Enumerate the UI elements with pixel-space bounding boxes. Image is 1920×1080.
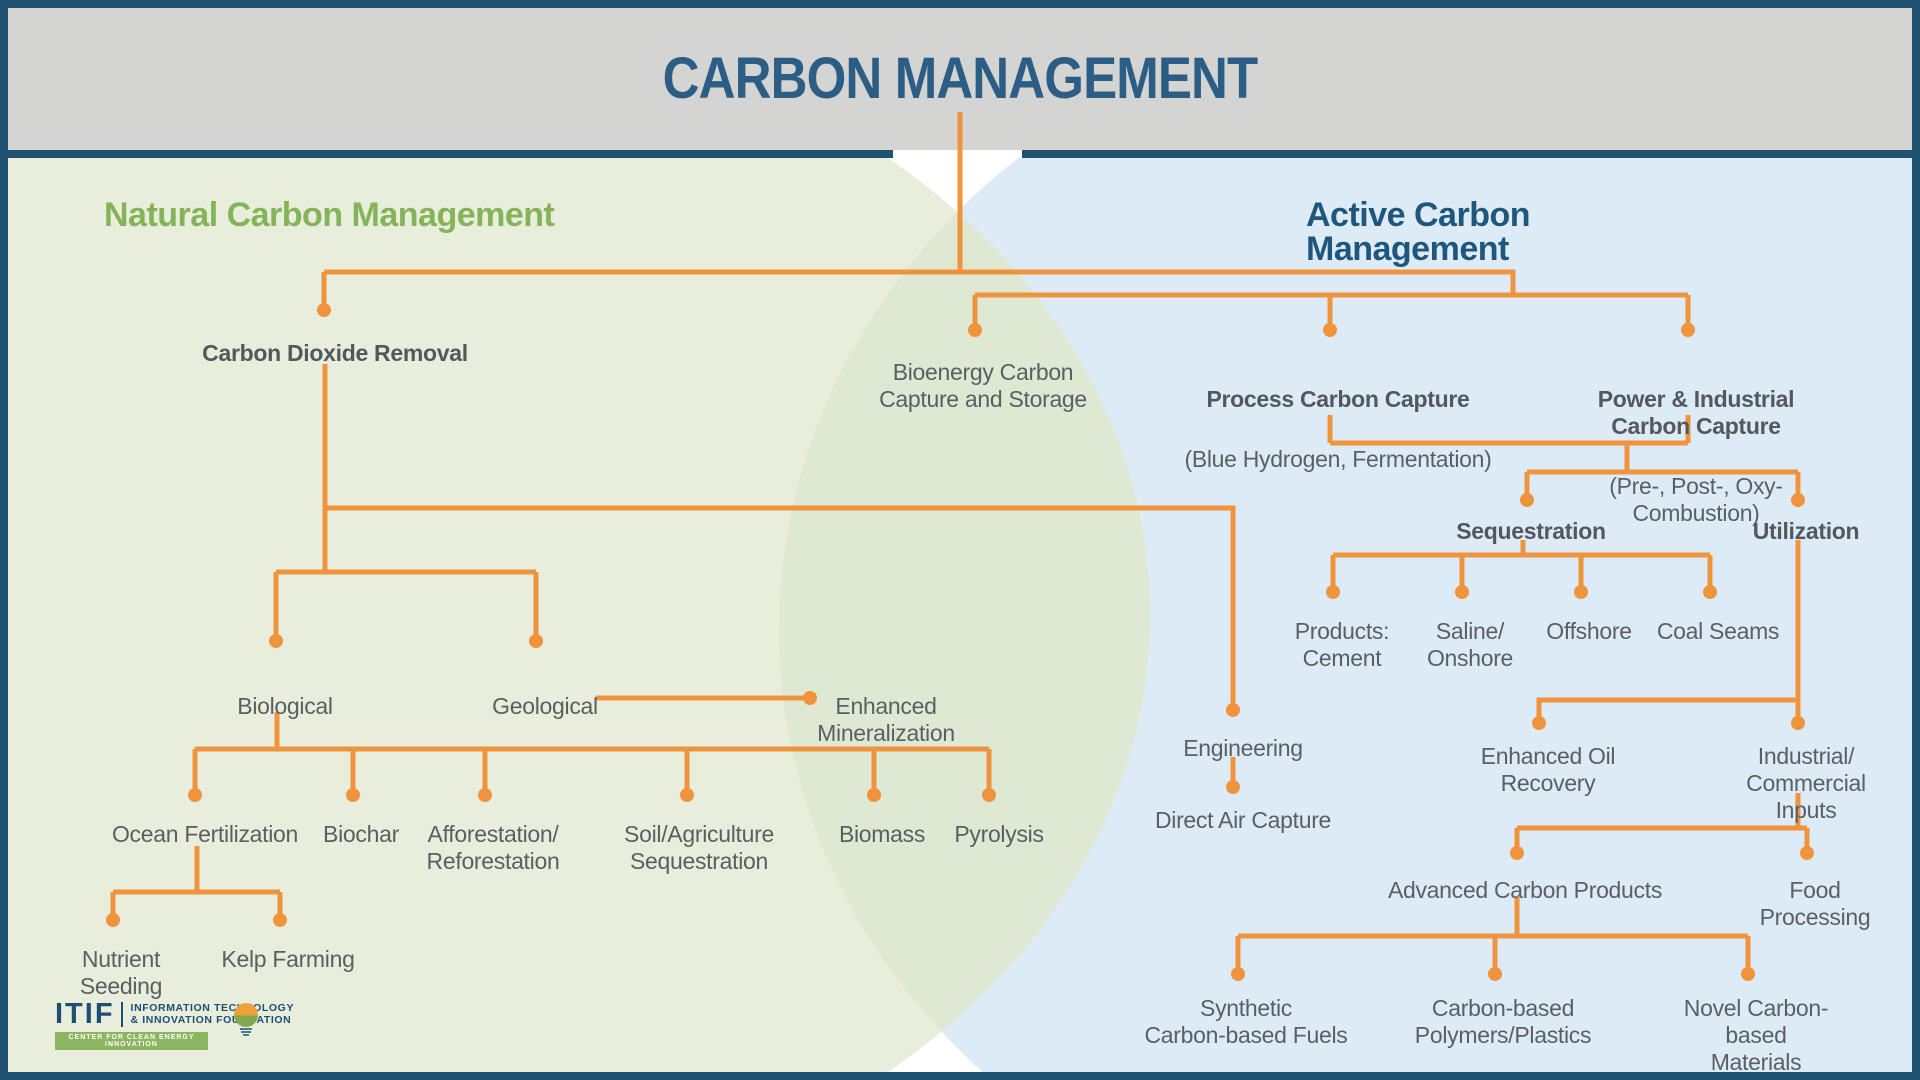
node-products-cement: Products: Cement <box>1294 618 1390 671</box>
itif-logo: ITIF INFORMATION TECHNOLOGY & INNOVATION… <box>55 1000 294 1050</box>
lightbulb-base-line <box>241 1031 251 1033</box>
itif-name: INFORMATION TECHNOLOGY & INNOVATION FOUN… <box>130 1002 295 1026</box>
node-power-industrial-capture: Power & Industrial Carbon Capture (Pre-,… <box>1588 359 1804 554</box>
lightbulb-globe <box>234 1003 258 1027</box>
itif-name-line2: & INNOVATION FOUNDATION <box>130 1013 292 1026</box>
node-engineering: Engineering <box>1183 735 1303 761</box>
node-biomass: Biomass <box>838 821 926 847</box>
node-enhanced-oil-recovery: Enhanced Oil Recovery <box>1480 743 1616 796</box>
node-carbon-polymers-plastics: Carbon-based Polymers/Plastics <box>1414 995 1592 1048</box>
node-process-carbon-capture-sub: (Blue Hydrogen, Fermentation) <box>1184 446 1492 472</box>
node-pyrolysis: Pyrolysis <box>954 821 1044 847</box>
lightbulb-base-line <box>240 1028 252 1030</box>
node-soil-agriculture-sequestration: Soil/Agriculture Sequestration <box>624 821 774 874</box>
node-geological: Geological <box>492 693 598 719</box>
node-afforestation-reforestation: Afforestation/ Reforestation <box>426 821 560 874</box>
page-title: CARBON MANAGEMENT <box>662 46 1259 111</box>
node-carbon-dioxide-removal: Carbon Dioxide Removal <box>202 340 468 366</box>
node-industrial-commercial-inputs: Industrial/ Commercial Inputs <box>1746 743 1866 823</box>
node-sequestration: Sequestration <box>1456 518 1606 544</box>
itif-logo-row: ITIF INFORMATION TECHNOLOGY & INNOVATION… <box>55 1000 294 1029</box>
node-biological: Biological <box>237 693 333 719</box>
node-direct-air-capture: Direct Air Capture <box>1154 807 1332 833</box>
node-synthetic-carbon-fuels: Synthetic Carbon-based Fuels <box>1144 995 1348 1048</box>
node-process-carbon-capture-title: Process Carbon Capture <box>1206 386 1470 412</box>
overlap-ellipse <box>779 158 1150 1072</box>
node-advanced-carbon-products: Advanced Carbon Products <box>1387 877 1663 903</box>
itif-acronym: ITIF <box>55 998 115 1030</box>
node-coal-seams: Coal Seams <box>1656 618 1780 644</box>
node-food-processing: Food Processing <box>1759 877 1871 930</box>
itif-tagline: CENTER FOR CLEAN ENERGY INNOVATION <box>55 1032 208 1050</box>
node-nutrient-seeding: Nutrient Seeding <box>79 946 163 999</box>
header-rule-left <box>8 150 893 158</box>
node-power-industrial-capture-sub: (Pre-, Post-, Oxy-Combustion) <box>1609 473 1783 526</box>
lightbulb-base-line <box>243 1034 249 1036</box>
section-heading-natural: Natural Carbon Management <box>104 196 555 234</box>
node-power-industrial-capture-title: Power & Industrial Carbon Capture <box>1597 386 1795 439</box>
section-heading-active: Active Carbon Management <box>1306 196 1531 268</box>
node-enhanced-mineralization: Enhanced Mineralization <box>817 693 955 746</box>
itif-logo-divider <box>120 1002 123 1027</box>
green-ellipse <box>8 158 1150 1072</box>
node-offshore: Offshore <box>1546 618 1632 644</box>
itif-name-line1: INFORMATION TECHNOLOGY <box>130 1002 295 1014</box>
header-rule-right <box>1022 150 1912 158</box>
node-saline-onshore: Saline/ Onshore <box>1426 618 1514 671</box>
node-bioenergy-ccs: Bioenergy Carbon Capture and Storage <box>879 359 1087 412</box>
node-ocean-fertilization: Ocean Fertilization <box>111 821 299 847</box>
lightbulb-icon <box>233 1003 259 1036</box>
node-utilization: Utilization <box>1752 518 1860 544</box>
node-biochar: Biochar <box>323 821 399 847</box>
node-process-carbon-capture: Process Carbon Capture (Blue Hydrogen, F… <box>1184 359 1491 500</box>
node-novel-carbon-materials: Novel Carbon-based Materials <box>1683 995 1829 1075</box>
node-kelp-farming: Kelp Farming <box>221 946 355 972</box>
